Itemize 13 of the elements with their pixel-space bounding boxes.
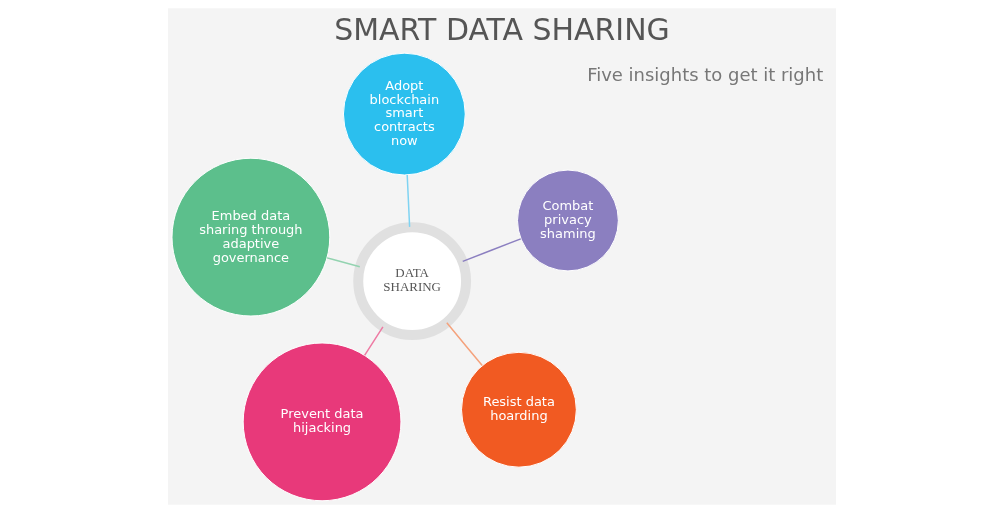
connector — [461, 238, 522, 263]
node-circle: DATA SHARING — [352, 222, 471, 340]
connector — [363, 326, 384, 357]
node-circle: Prevent data hijacking — [242, 342, 401, 502]
node-circle: Resist data hoarding — [460, 351, 577, 468]
connector — [405, 174, 410, 228]
diagram-title: SMART DATA SHARING — [333, 12, 670, 48]
node-circle: Adopt blockchain smart contracts now — [342, 52, 466, 176]
connector — [445, 322, 483, 367]
node-circle: Embed data sharing through adaptive governance — [171, 157, 330, 317]
label: Five insights to get it right — [586, 63, 823, 85]
node-circle: Combat privacy shaming — [516, 169, 619, 272]
connector — [325, 257, 361, 268]
